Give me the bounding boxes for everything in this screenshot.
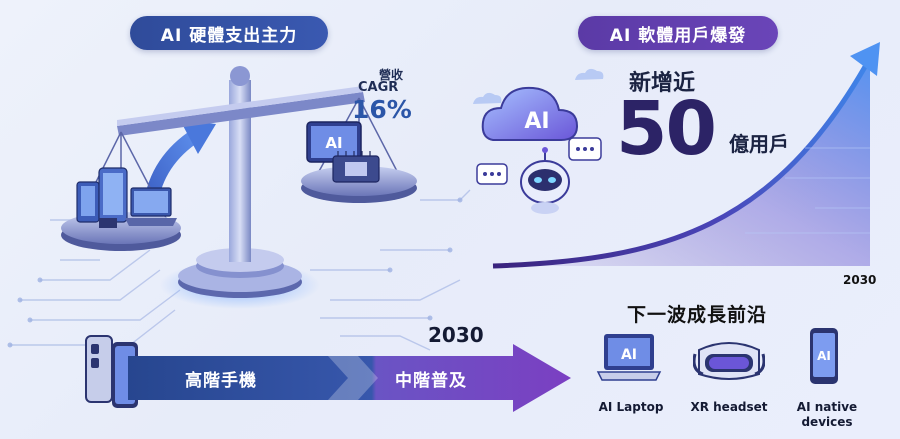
vr-headset-icon: [693, 342, 765, 380]
cagr-value: 16%: [352, 95, 412, 124]
device-label-xr-headset: XR headset: [690, 400, 768, 414]
laptop-screen-text: AI: [621, 347, 637, 363]
balance-scale: AI: [61, 66, 417, 309]
laptop-icon: AI: [596, 334, 662, 381]
left-panel-title: AI 硬體支出主力: [130, 16, 328, 50]
curve-end-year: 2030: [843, 273, 877, 287]
cagr-label-line1: 營收: [378, 68, 403, 82]
right-panel-title: AI 軟體用戶爆發: [578, 16, 778, 50]
device-label-ai-native-line2: devices: [801, 415, 853, 429]
new-users-unit: 億用戶: [729, 132, 789, 156]
cagr-label-line2: CAGR: [358, 80, 399, 95]
next-frontier-title: 下一波成長前沿: [627, 304, 768, 326]
stage-high-end-phones: 高階手機: [185, 371, 257, 391]
new-users-prefix: 新增近: [629, 71, 696, 96]
ai-cloud-robot-illustration: AI: [473, 68, 604, 214]
timeline-arrow: [128, 344, 573, 412]
phone-screen-text: AI: [817, 349, 831, 363]
new-users-number: 50: [616, 86, 717, 172]
cloud-ai-text: AI: [524, 109, 549, 134]
timeline-year: 2030: [428, 323, 484, 347]
ai-phone-icon: AI: [810, 328, 838, 384]
scale-chip-text: AI: [325, 134, 342, 152]
device-label-laptop: AI Laptop: [598, 400, 664, 414]
device-label-ai-native-line1: AI native: [796, 400, 858, 414]
user-growth-curve: [492, 42, 880, 269]
stage-mid-range: 中階普及: [395, 371, 467, 391]
